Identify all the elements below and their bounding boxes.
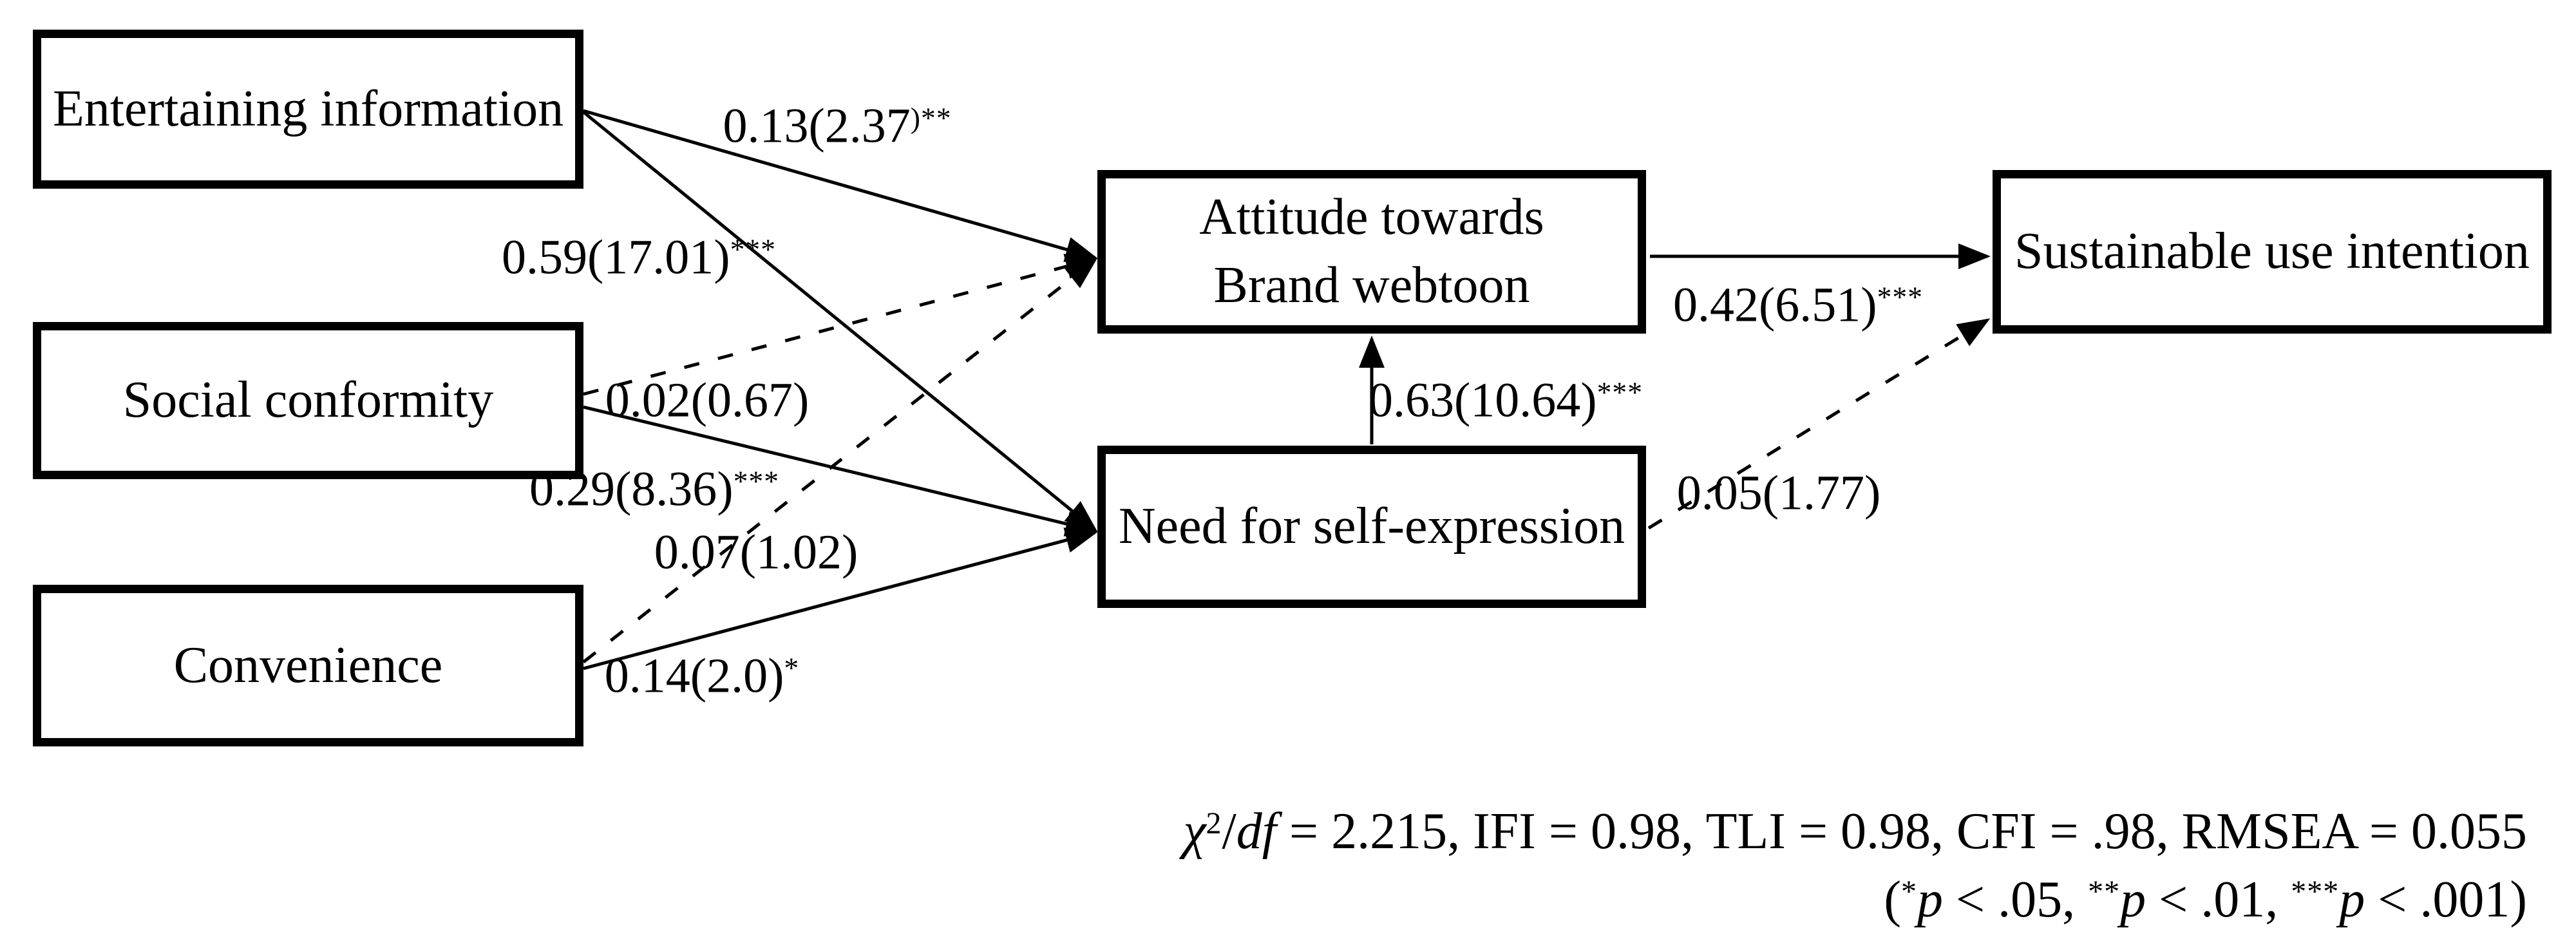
coefficient-value: 0.59(17.01) [501,230,730,285]
significance-stars: *** [730,232,777,266]
model-fit-statistics: χ2/df = 2.215, IFI = 0.98, TLI = 0.98, C… [1183,797,2527,934]
stats-text-segment: ( [1884,871,1901,929]
stats-text-segment: < .001) [2365,871,2527,929]
path-arrow-entertaining-to-need [582,111,1097,532]
box-sustainable-use-intention: Sustainable use intention [1993,170,2552,334]
box-label-line: Convenience [173,636,443,694]
coefficient-label-social-to-attitude: 0.02(0.67) [605,373,810,429]
coefficient-value: 0.42(6.51) [1672,278,1877,332]
coefficient-label-social-to-need: 0.29(8.36)*** [529,462,779,518]
box-convenience: Convenience [33,585,583,746]
coefficient-value: 0.13(2.37 [723,99,911,153]
coefficient-value: 0.63(10.64) [1368,373,1597,428]
stats-text-segment: 2 [1206,806,1222,840]
box-label-line: Sustainable use intention [2014,223,2530,280]
fit-indices-line: χ2/df = 2.215, IFI = 0.98, TLI = 0.98, C… [1183,797,2527,866]
path-arrow-convenience-to-attitude [582,258,1097,663]
stats-text-segment: / [1222,803,1236,860]
coefficient-label-attitude-to-sustainable: 0.42(6.51)*** [1673,278,1923,334]
stats-text-segment: < .01, [2146,871,2291,929]
box-label-line: Entertaining information [52,80,564,137]
box-label-line: Attitude towards [1199,189,1544,246]
significance-note-line: (*p < .05, **p < .01, ***p < .001) [1183,866,2527,934]
box-label-line: Brand webtoon [1213,257,1530,314]
box-label-line: Need for self-expression [1118,498,1625,555]
coefficient-label-convenience-to-need: 0.14(2.0)* [605,649,799,705]
coefficient-value: 0.14(2.0) [604,649,784,703]
stats-text-segment: df [1236,803,1276,860]
coefficient-value: 0.02(0.67) [605,373,810,428]
significance-stars: )** [910,101,952,135]
stats-text-segment: χ [1183,803,1206,860]
box-label: Convenience [174,632,443,700]
box-social-conformity: Social conformity [33,322,583,479]
path-arrow-social-to-need [583,405,1098,536]
significance-stars: *** [1596,375,1643,409]
coefficient-label-need-to-attitude: 0.63(10.64)*** [1368,373,1643,429]
coefficient-value: 0.05(1.77) [1676,466,1881,520]
box-label: Sustainable use intention [2014,218,2530,286]
stats-text-segment: * [1900,875,1917,909]
box-label: Social conformity [123,366,493,435]
coefficient-label-entertaining-to-need: 0.59(17.01)*** [502,230,776,286]
significance-stars: * [784,651,800,685]
box-label: Entertaining information [53,75,564,144]
coefficient-label-entertaining-to-attitude: 0.13(2.37)** [723,99,951,155]
stats-text-segment: ** [2088,875,2121,909]
path-arrow-entertaining-to-attitude [583,109,1098,262]
coefficient-label-convenience-to-attitude: 0.07(1.02) [654,525,858,581]
stats-text-segment: p [1917,871,1943,929]
coefficient-value: 0.07(1.02) [654,525,858,580]
stats-text-segment: = 2.215, IFI = 0.98, TLI = 0.98, CFI = .… [1276,803,2527,860]
coefficient-value: 0.29(8.36) [529,462,734,517]
box-label: Need for self-expression [1119,493,1625,561]
box-need-for-self-expression: Need for self-expression [1097,446,1646,608]
box-entertaining-information: Entertaining information [33,30,583,189]
box-label-line: Social conformity [122,372,494,429]
path-arrow-convenience-to-need [583,527,1098,670]
coefficient-label-need-to-sustainable: 0.05(1.77) [1677,466,1881,522]
significance-stars: *** [1877,280,1924,314]
stats-text-segment: p [2339,871,2365,929]
stats-text-segment: p [2120,871,2146,929]
stats-text-segment: < .05, [1942,871,2088,929]
significance-stars: *** [733,464,780,498]
stats-text-segment: *** [2291,875,2340,909]
